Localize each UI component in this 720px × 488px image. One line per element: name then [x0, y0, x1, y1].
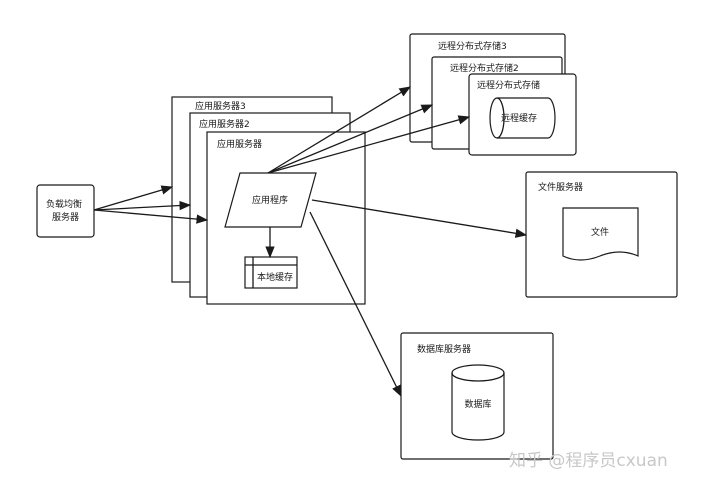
- database-top-curve: [451, 372, 505, 382]
- edge-lb-to-app2: [93, 200, 192, 211]
- remote-cache-label: 远程缓存: [501, 112, 537, 124]
- database-label: 数据库: [464, 398, 491, 410]
- edge-app-to-file-server: [311, 199, 528, 238]
- edge-app-to-db-server: [309, 211, 402, 398]
- app-server-2-label: 应用服务器2: [199, 118, 250, 130]
- file-shape: [562, 207, 639, 261]
- db-server-label: 数据库服务器: [417, 343, 471, 355]
- remote-storage-1-label: 远程分布式存储: [477, 79, 540, 91]
- file-server-label: 文件服务器: [538, 181, 583, 193]
- load-balancer-line-2: 服务器: [52, 211, 79, 223]
- edge-app-to-remote2: [267, 104, 434, 174]
- remote-storage-3-label: 远程分布式存储3: [438, 40, 507, 52]
- app-program-label: 应用程序: [252, 194, 288, 206]
- app-server-1-label: 应用服务器: [217, 138, 262, 150]
- edge-lb-to-app3: [93, 185, 174, 211]
- load-balancer-label: 负载均衡 服务器: [46, 198, 85, 223]
- file-label: 文件: [591, 226, 609, 238]
- edge-lb-to-app1: [93, 209, 209, 224]
- load-balancer-box: [36, 184, 95, 238]
- remote-cache-shape: [489, 97, 556, 139]
- edge-app-to-remote3: [267, 86, 412, 174]
- remote-storage-2-label: 远程分布式存储2: [450, 62, 519, 74]
- remote-cache-curve: [496, 97, 505, 139]
- app-server-3-label: 应用服务器3: [195, 100, 246, 112]
- database-shape: [451, 364, 505, 441]
- watermark-text: 知乎 @程序员cxuan: [509, 451, 668, 471]
- load-balancer-line-1: 负载均衡: [46, 198, 82, 210]
- edge-app-to-remote1: [267, 115, 471, 174]
- local-cache-label: 本地缓存: [257, 271, 293, 283]
- app-program-shape: [224, 172, 317, 228]
